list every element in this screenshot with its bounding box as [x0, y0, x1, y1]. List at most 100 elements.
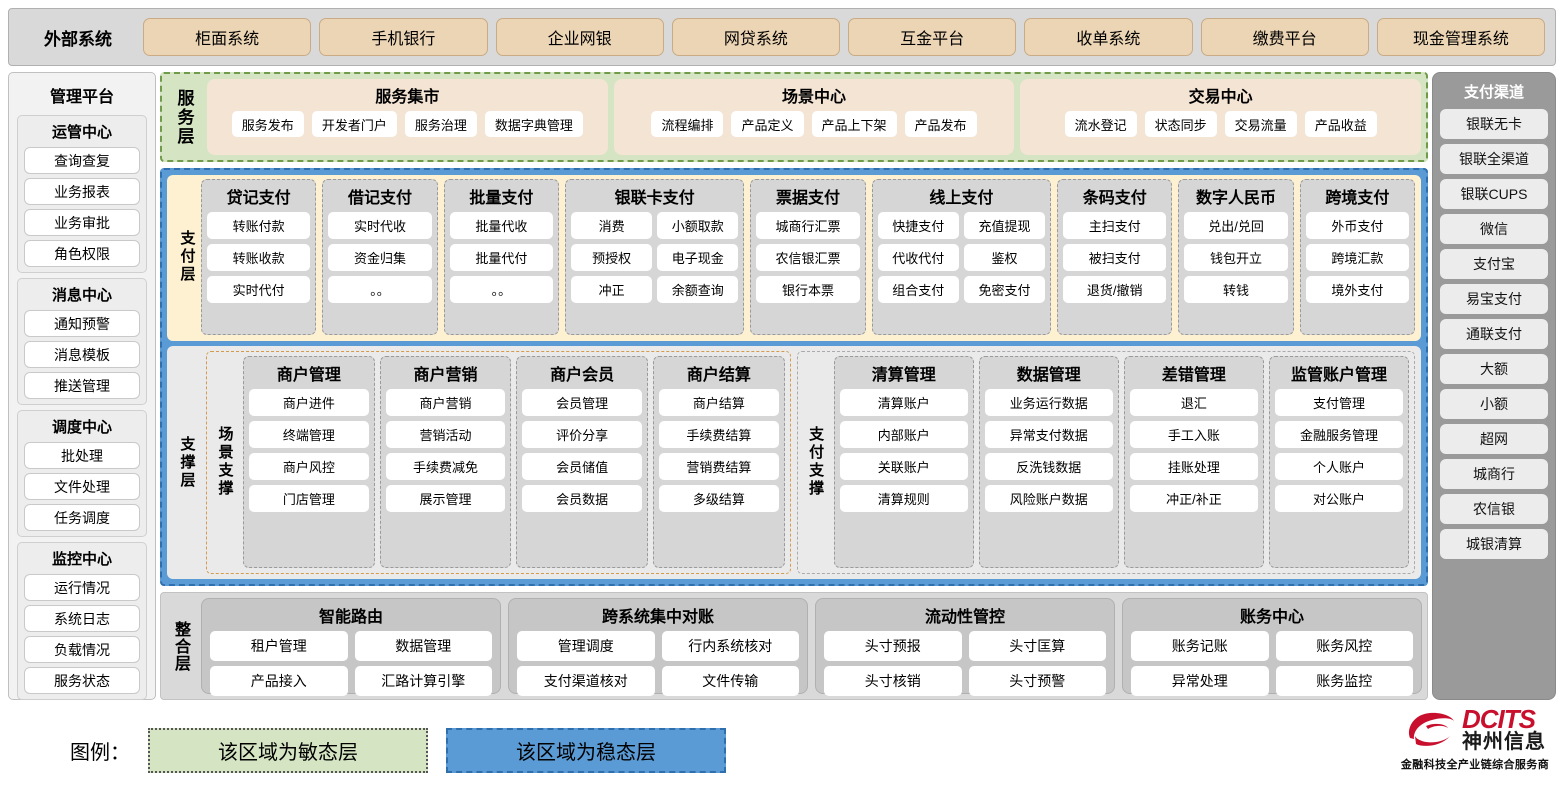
integration-cell[interactable]: 支付渠道核对 — [517, 666, 655, 696]
service-chip[interactable]: 产品上下架 — [811, 111, 897, 137]
support-cell[interactable]: 门店管理 — [249, 485, 369, 512]
payment-cell[interactable]: 批量代收 — [449, 212, 553, 239]
payment-channel-item[interactable]: 城商行 — [1440, 459, 1548, 489]
payment-channel-item[interactable]: 银联全渠道 — [1440, 144, 1548, 174]
sidebar-item-业务报表[interactable]: 业务报表 — [24, 178, 140, 205]
payment-cell[interactable]: 快捷支付 — [877, 212, 959, 239]
external-system-chip[interactable]: 柜面系统 — [143, 18, 312, 56]
integration-cell[interactable]: 行内系统核对 — [661, 631, 799, 661]
integration-cell[interactable]: 头寸匡算 — [968, 631, 1106, 661]
payment-channel-item[interactable]: 银联无卡 — [1440, 109, 1548, 139]
support-cell[interactable]: 商户营销 — [385, 389, 506, 416]
payment-channel-item[interactable]: 超网 — [1440, 424, 1548, 454]
support-cell[interactable]: 展示管理 — [385, 485, 506, 512]
external-system-chip[interactable]: 手机银行 — [319, 18, 488, 56]
service-chip[interactable]: 开发者门户 — [311, 111, 397, 137]
sidebar-item-负载情况[interactable]: 负载情况 — [24, 636, 140, 663]
integration-cell[interactable]: 产品接入 — [210, 666, 348, 696]
payment-cell[interactable]: 城商行汇票 — [756, 212, 860, 239]
service-chip[interactable]: 产品发布 — [904, 111, 977, 137]
payment-cell[interactable]: 转账收款 — [207, 244, 311, 271]
external-system-chip[interactable]: 企业网银 — [495, 18, 664, 56]
integration-cell[interactable]: 汇路计算引擎 — [354, 666, 492, 696]
payment-channel-item[interactable]: 银联CUPS — [1440, 179, 1548, 209]
support-cell[interactable]: 商户进件 — [249, 389, 369, 416]
support-cell[interactable]: 清算规则 — [839, 485, 968, 512]
sidebar-item-系统日志[interactable]: 系统日志 — [24, 605, 140, 632]
integration-cell[interactable]: 头寸预警 — [968, 666, 1106, 696]
support-cell[interactable]: 多级结算 — [659, 485, 779, 512]
support-cell[interactable]: 营销费结算 — [659, 453, 779, 480]
payment-cell[interactable]: 实时代收 — [328, 212, 432, 239]
sidebar-item-推送管理[interactable]: 推送管理 — [24, 372, 140, 399]
payment-cell[interactable]: 实时代付 — [207, 276, 311, 303]
support-cell[interactable]: 手续费结算 — [659, 421, 779, 448]
sidebar-item-消息模板[interactable]: 消息模板 — [24, 341, 140, 368]
payment-cell[interactable]: 外币支付 — [1305, 212, 1410, 239]
payment-cell[interactable]: 退货/撤销 — [1063, 276, 1167, 303]
payment-cell[interactable]: 跨境汇款 — [1305, 244, 1410, 271]
payment-cell[interactable]: 组合支付 — [877, 276, 959, 303]
service-chip[interactable]: 产品定义 — [731, 111, 804, 137]
support-cell[interactable]: 支付管理 — [1274, 389, 1404, 416]
payment-cell[interactable]: 预授权 — [570, 244, 653, 271]
support-cell[interactable]: 内部账户 — [839, 421, 968, 448]
sidebar-item-查询查复[interactable]: 查询查复 — [24, 147, 140, 174]
payment-cell[interactable]: 小额取款 — [657, 212, 739, 239]
payment-cell[interactable]: 电子现金 — [657, 244, 739, 271]
integration-cell[interactable]: 租户管理 — [210, 631, 348, 661]
payment-cell[interactable]: 免密支付 — [963, 276, 1046, 303]
external-system-chip[interactable]: 网贷系统 — [671, 18, 840, 56]
payment-channel-item[interactable]: 大额 — [1440, 354, 1548, 384]
payment-channel-item[interactable]: 农信银 — [1440, 494, 1548, 524]
sidebar-item-服务状态[interactable]: 服务状态 — [24, 667, 140, 694]
support-cell[interactable]: 会员数据 — [522, 485, 643, 512]
service-chip[interactable]: 交易流量 — [1224, 111, 1297, 137]
integration-cell[interactable]: 数据管理 — [354, 631, 492, 661]
integration-cell[interactable]: 头寸核销 — [824, 666, 962, 696]
external-system-chip[interactable]: 现金管理系统 — [1376, 18, 1545, 56]
payment-cell[interactable]: 钱包开立 — [1184, 244, 1288, 271]
support-cell[interactable]: 手续费减免 — [385, 453, 506, 480]
support-cell[interactable]: 营销活动 — [385, 421, 506, 448]
payment-cell[interactable]: 冲正 — [570, 276, 653, 303]
payment-cell[interactable]: 充值提现 — [963, 212, 1046, 239]
payment-channel-item[interactable]: 支付宝 — [1440, 249, 1548, 279]
payment-channel-item[interactable]: 城银清算 — [1440, 529, 1548, 559]
support-cell[interactable]: 会员管理 — [522, 389, 643, 416]
service-chip[interactable]: 服务发布 — [231, 111, 304, 137]
payment-cell[interactable]: 代收代付 — [877, 244, 959, 271]
payment-cell[interactable]: 兑出/兑回 — [1184, 212, 1288, 239]
sidebar-item-通知预警[interactable]: 通知预警 — [24, 310, 140, 337]
integration-cell[interactable]: 管理调度 — [517, 631, 655, 661]
payment-channel-item[interactable]: 微信 — [1440, 214, 1548, 244]
support-cell[interactable]: 金融服务管理 — [1274, 421, 1404, 448]
service-chip[interactable]: 服务治理 — [404, 111, 477, 137]
support-cell[interactable]: 对公账户 — [1274, 485, 1404, 512]
payment-cell[interactable]: 境外支付 — [1305, 276, 1410, 303]
support-cell[interactable]: 风险账户数据 — [984, 485, 1113, 512]
support-cell[interactable]: 会员储值 — [522, 453, 643, 480]
support-cell[interactable]: 退汇 — [1129, 389, 1258, 416]
payment-cell[interactable]: 被扫支付 — [1063, 244, 1167, 271]
sidebar-item-批处理[interactable]: 批处理 — [24, 442, 140, 469]
external-system-chip[interactable]: 收单系统 — [1024, 18, 1193, 56]
external-system-chip[interactable]: 互金平台 — [848, 18, 1017, 56]
payment-cell[interactable]: 。。 — [328, 276, 432, 303]
payment-channel-item[interactable]: 易宝支付 — [1440, 284, 1548, 314]
integration-cell[interactable]: 文件传输 — [661, 666, 799, 696]
support-cell[interactable]: 挂账处理 — [1129, 453, 1258, 480]
support-cell[interactable]: 反洗钱数据 — [984, 453, 1113, 480]
support-cell[interactable]: 评价分享 — [522, 421, 643, 448]
service-chip[interactable]: 状态同步 — [1144, 111, 1217, 137]
payment-channel-item[interactable]: 通联支付 — [1440, 319, 1548, 349]
integration-cell[interactable]: 异常处理 — [1131, 666, 1269, 696]
integration-cell[interactable]: 账务记账 — [1131, 631, 1269, 661]
payment-cell[interactable]: 。。 — [449, 276, 553, 303]
support-cell[interactable]: 个人账户 — [1274, 453, 1404, 480]
integration-cell[interactable]: 头寸预报 — [824, 631, 962, 661]
support-cell[interactable]: 关联账户 — [839, 453, 968, 480]
payment-cell[interactable]: 余额查询 — [657, 276, 739, 303]
integration-cell[interactable]: 账务风控 — [1275, 631, 1413, 661]
service-chip[interactable]: 流水登记 — [1064, 111, 1137, 137]
